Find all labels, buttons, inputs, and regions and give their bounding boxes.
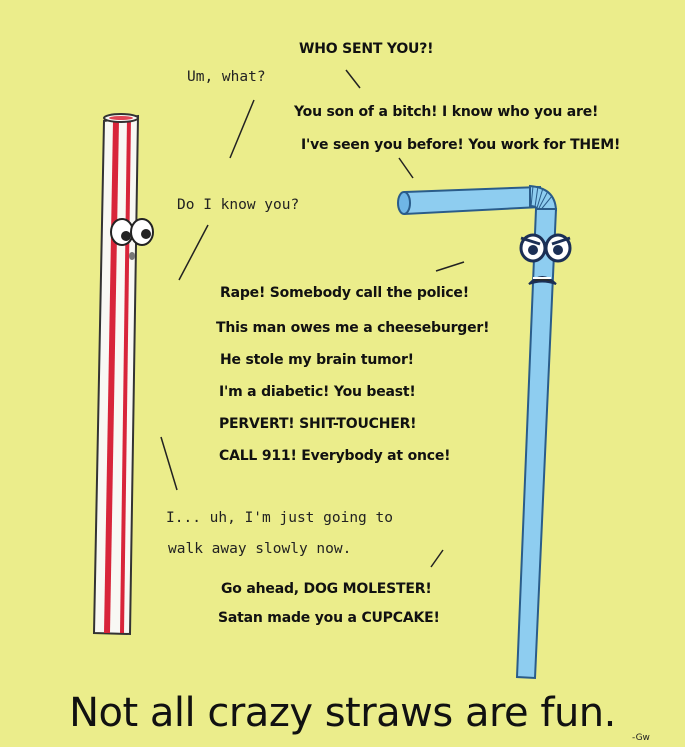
blue-line-2: You son of a bitch! I know who you are!	[294, 104, 599, 120]
blue-line-3: I've seen you before! You work for THEM!	[301, 137, 621, 153]
blue-line-1: WHO SENT YOU?!	[299, 41, 434, 57]
striped-straw	[92, 113, 140, 636]
blue-line-6: He stole my brain tumor!	[220, 352, 414, 368]
blue-line-4: Rape! Somebody call the police!	[220, 285, 469, 301]
artist-signature: -Gw	[632, 733, 650, 743]
striped-line-1: Um, what?	[187, 69, 266, 85]
comic-caption: Not all crazy straws are fun.	[69, 690, 616, 736]
blue-straw-face	[519, 233, 572, 285]
blue-line-7: I'm a diabetic! You beast!	[219, 384, 416, 400]
striped-line-3: I... uh, I'm just going to	[166, 510, 393, 526]
striped-line-2: Do I know you?	[177, 197, 300, 213]
blue-line-8: PERVERT! SHIT-TOUCHER!	[219, 416, 417, 432]
striped-straw-face	[110, 218, 154, 260]
striped-line-4: walk away slowly now.	[168, 541, 352, 557]
speech-ticks	[160, 69, 465, 568]
blue-line-9: CALL 911! Everybody at once!	[219, 448, 451, 464]
blue-line-11: Satan made you a CUPCAKE!	[218, 610, 440, 626]
blue-line-10: Go ahead, DOG MOLESTER!	[221, 581, 432, 597]
blue-straw	[397, 184, 558, 680]
blue-line-5: This man owes me a cheeseburger!	[216, 320, 490, 336]
